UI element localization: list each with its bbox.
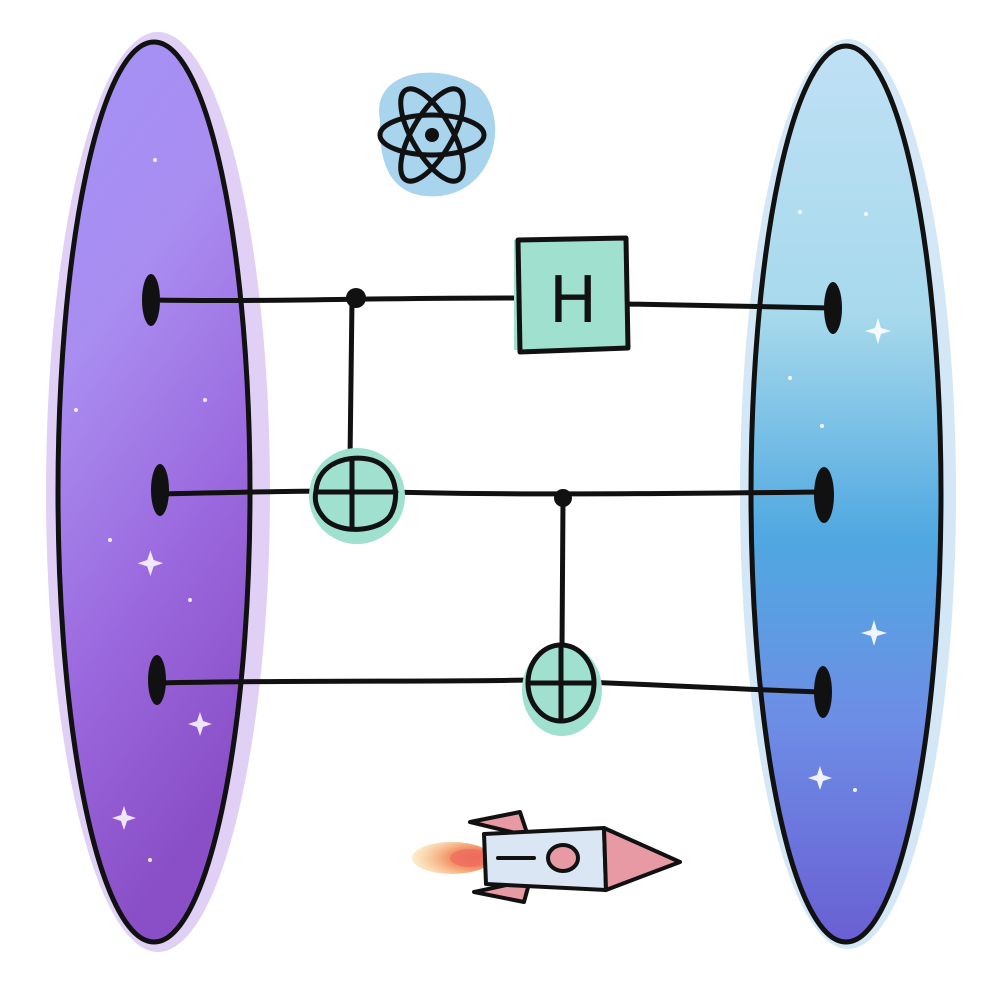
right-qubit-1-dot bbox=[824, 282, 842, 334]
rocket-icon bbox=[412, 810, 682, 904]
hadamard-gate: H bbox=[514, 235, 631, 355]
star-sparkles-right bbox=[788, 210, 891, 792]
left-qubit-1-dot bbox=[142, 274, 160, 326]
qubit-wire-1 bbox=[149, 295, 833, 311]
right-qubit-3-dot bbox=[814, 666, 832, 718]
cnot-gate-1 bbox=[309, 288, 405, 544]
atom-icon bbox=[377, 72, 496, 197]
qubit-endpoints bbox=[142, 274, 842, 718]
qubit-wire-2 bbox=[157, 488, 827, 497]
cnot-gate-2 bbox=[522, 489, 602, 736]
hadamard-label: H bbox=[549, 264, 597, 338]
cnot-target-circle bbox=[312, 455, 399, 532]
cnot-control-dot bbox=[346, 288, 366, 308]
star-sparkles bbox=[74, 158, 212, 862]
right-qubit-2-dot bbox=[814, 467, 834, 523]
left-qubit-2-dot bbox=[151, 464, 169, 516]
right-sky-ellipse bbox=[740, 39, 956, 949]
left-qubit-3-dot bbox=[148, 655, 166, 705]
